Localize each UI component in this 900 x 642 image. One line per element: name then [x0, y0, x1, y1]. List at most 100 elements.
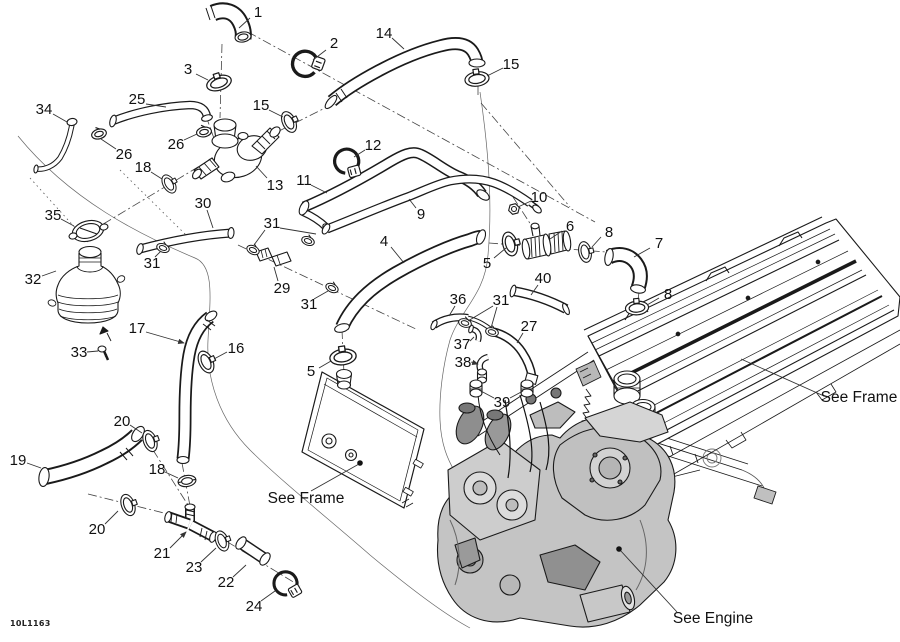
leader-line-6 — [549, 230, 563, 240]
quick-connect-39-left — [469, 379, 483, 398]
callout-23: 23 — [186, 559, 203, 576]
ghost-frame-curves — [17, 91, 491, 629]
see-frame-exchanger-leader — [740, 358, 825, 397]
elbow-hose-7 — [604, 247, 648, 294]
callout-3: 3 — [184, 61, 192, 78]
bleed-screw-33 — [97, 326, 112, 361]
leader-line-8 — [646, 297, 660, 306]
callout-26: 26 — [168, 136, 185, 153]
leader-line-36 — [448, 305, 456, 317]
leader-line-27 — [516, 332, 524, 344]
callout-25: 25 — [129, 91, 146, 108]
callout-5: 5 — [307, 363, 315, 380]
callout-7: 7 — [655, 235, 663, 252]
callout-19: 19 — [10, 452, 27, 469]
callout-16: 16 — [228, 340, 245, 357]
inline-fitting-6 — [521, 222, 572, 260]
leader-line-15 — [268, 109, 284, 118]
connector-29 — [255, 247, 292, 267]
leader-line-7 — [633, 247, 651, 258]
hose-36 — [430, 313, 495, 333]
hose-11 — [298, 147, 490, 216]
see-frame-radiator: See Frame — [268, 490, 345, 507]
callout-12: 12 — [365, 137, 382, 154]
nut-10 — [508, 203, 520, 215]
leader-line-21 — [169, 531, 187, 549]
leader-line-9 — [408, 198, 417, 209]
callout-26: 26 — [116, 146, 133, 163]
callout-9: 9 — [417, 206, 425, 223]
callout-8: 8 — [664, 286, 672, 303]
clamp-24 — [268, 566, 306, 605]
leader-line-24 — [260, 590, 276, 602]
coolant-reservoir-32 — [47, 245, 126, 324]
see-engine-dot — [616, 546, 622, 552]
see-frame-exchanger: See Frame — [821, 389, 898, 406]
elbow-fitting-1 — [205, 2, 252, 43]
leader-line-35 — [60, 218, 75, 227]
leader-line-22 — [232, 564, 247, 578]
see-frame-radiator-leader — [310, 463, 360, 492]
leader-line-31 — [279, 227, 317, 235]
callout-18: 18 — [149, 461, 166, 478]
diagram-artwork — [17, 2, 900, 629]
callout-4: 4 — [380, 233, 388, 250]
clamp-20-bottom — [117, 491, 141, 519]
callout-37: 37 — [454, 336, 471, 353]
hose-4 — [334, 229, 487, 333]
leader-line-26 — [183, 133, 198, 141]
callout-11: 11 — [296, 172, 312, 189]
callout-5: 5 — [483, 255, 491, 272]
callout-20: 20 — [89, 521, 106, 538]
leader-line-33 — [86, 350, 99, 353]
clamp-18-top — [158, 170, 182, 196]
leader-line-1 — [238, 17, 251, 29]
quick-connect-39-right — [520, 379, 534, 398]
hose-25 — [109, 100, 213, 128]
leader-line-15 — [486, 67, 504, 77]
vent-hose-34 — [33, 117, 78, 174]
leader-line-4 — [390, 246, 405, 264]
callout-10: 10 — [531, 189, 548, 206]
leader-line-8 — [591, 236, 602, 248]
leader-line-18 — [164, 471, 179, 479]
reservoir-cap-35 — [68, 219, 109, 243]
callout-14: 14 — [376, 25, 393, 42]
clamp-26-right — [194, 123, 213, 139]
hose-19 — [38, 425, 145, 487]
leader-line-26 — [100, 138, 117, 150]
leader-line-13 — [255, 165, 268, 179]
diagram-code: 10L1163 — [10, 619, 51, 628]
radiator — [301, 371, 425, 509]
callout-18: 18 — [135, 159, 152, 176]
leader-line-11 — [310, 184, 328, 194]
callout-31: 31 — [144, 255, 161, 272]
callout-13: 13 — [267, 177, 284, 194]
leader-line-34 — [52, 113, 68, 123]
callout-15: 15 — [503, 56, 520, 73]
leader-line-38 — [470, 359, 479, 365]
leader-line-32 — [41, 270, 57, 277]
leader-line-20 — [129, 424, 143, 434]
leader-line-31 — [467, 305, 494, 322]
callout-38: 38 — [455, 354, 472, 371]
leader-line-20 — [104, 510, 119, 525]
heat-exchanger — [579, 216, 900, 479]
leader-line-23 — [200, 547, 217, 563]
callout-2: 2 — [330, 35, 338, 52]
hose-27 — [492, 327, 539, 385]
see-engine: See Engine — [673, 610, 753, 627]
leader-line-2 — [312, 49, 327, 61]
callout-39: 39 — [494, 394, 511, 411]
clamp-26-left — [89, 124, 109, 142]
leader-line-31 — [253, 229, 266, 246]
leader-line-16 — [213, 351, 228, 360]
see-engine-leader — [619, 549, 678, 613]
leader-line-18 — [150, 171, 163, 180]
callout-6: 6 — [566, 218, 574, 235]
clamp-31-c — [299, 232, 317, 248]
callout-33: 33 — [71, 344, 88, 361]
leader-line-10 — [517, 200, 532, 208]
